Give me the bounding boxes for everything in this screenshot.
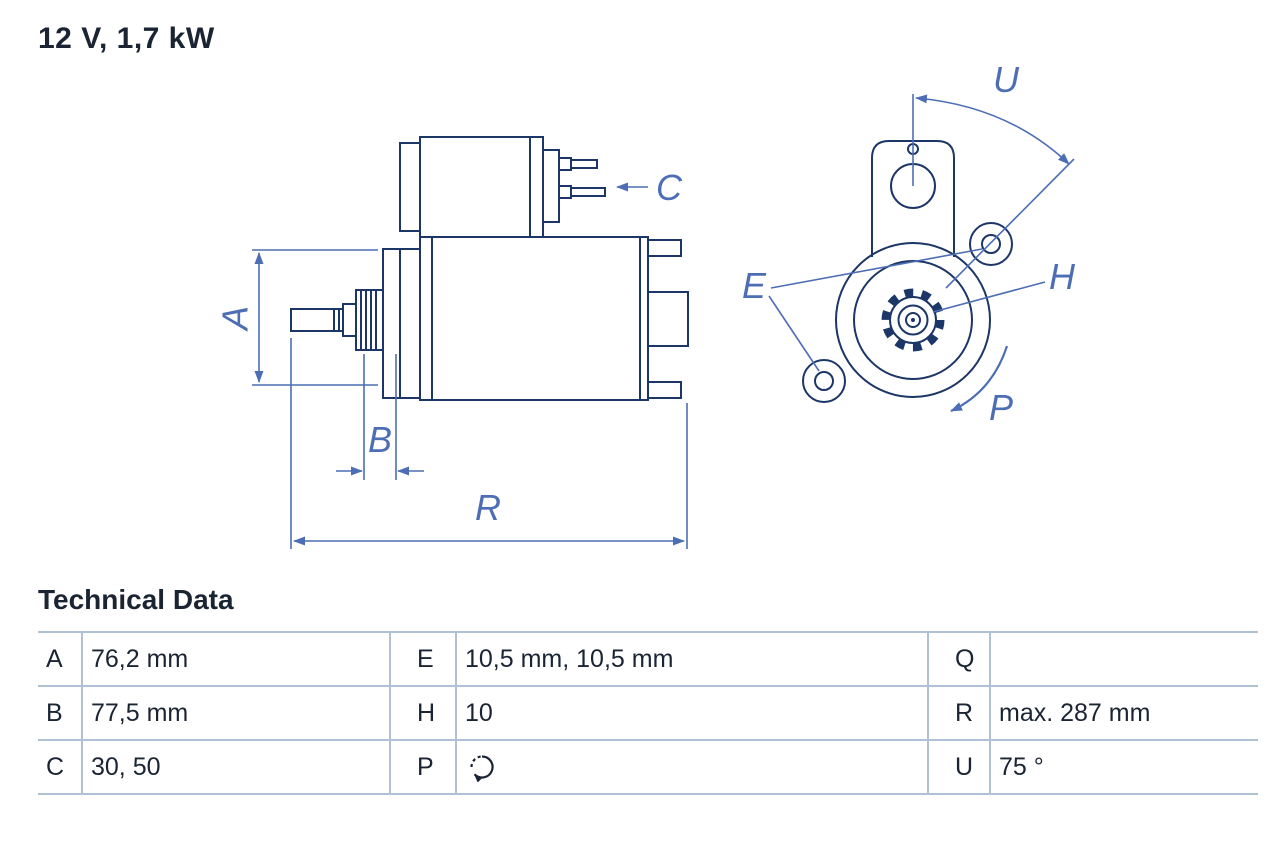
- mounting-flange-side: [382, 248, 421, 399]
- page-title: 12 V, 1,7 kW: [38, 22, 215, 55]
- motor-body: [419, 236, 689, 401]
- dim-u-radial: [945, 158, 1075, 289]
- flange-outer-circle: [835, 242, 991, 398]
- param-value-q: [989, 631, 1258, 686]
- technical-data-section: Technical Data A 76,2 mm E 10,5 mm, 10,5…: [38, 584, 1258, 795]
- rotation-arrow: [950, 345, 1009, 412]
- dim-e-leader-right: [770, 248, 983, 289]
- param-key-b: B: [38, 685, 82, 740]
- label-b: B: [368, 419, 392, 460]
- mount-hole-right: [981, 234, 1001, 254]
- param-value-r: max. 287 mm: [989, 685, 1258, 740]
- mount-ear-left: [802, 359, 846, 403]
- table-row: B 77,5 mm H 10 R max. 287 mm: [38, 685, 1258, 740]
- param-value-a: 76,2 mm: [81, 631, 390, 686]
- dim-e-leader-left: [768, 295, 820, 372]
- table-row: C 30, 50 P U 75 °: [38, 739, 1258, 795]
- rotation-clockwise-icon: [470, 755, 494, 783]
- label-h: H: [1049, 256, 1076, 297]
- param-value-p: [455, 739, 928, 795]
- mount-hole-left: [814, 371, 834, 391]
- param-key-r: R: [927, 685, 990, 740]
- param-value-b: 77,5 mm: [81, 685, 390, 740]
- solenoid: [399, 136, 606, 238]
- param-key-q: Q: [927, 631, 990, 686]
- technical-data-heading: Technical Data: [38, 584, 234, 615]
- dim-h-leader: [932, 281, 1046, 313]
- pinion-gear: [355, 289, 384, 351]
- param-key-h: H: [389, 685, 456, 740]
- table-row: A 76,2 mm E 10,5 mm, 10,5 mm Q: [38, 631, 1258, 686]
- param-key-a: A: [38, 631, 82, 686]
- dimension-lines: [252, 94, 1075, 549]
- param-key-e: E: [389, 631, 456, 686]
- param-value-c: 30, 50: [81, 739, 390, 795]
- param-key-c: C: [38, 739, 82, 795]
- label-u: U: [993, 59, 1020, 100]
- param-value-u: 75 °: [989, 739, 1258, 795]
- label-p: P: [989, 387, 1013, 428]
- side-view: [290, 136, 689, 401]
- front-view: [802, 140, 1013, 403]
- param-key-p: P: [389, 739, 456, 795]
- technical-data-table: A 76,2 mm E 10,5 mm, 10,5 mm Q B 77,5 mm…: [38, 631, 1258, 795]
- label-a: A: [215, 306, 256, 332]
- pinion-gear-front: [881, 288, 945, 352]
- param-value-h: 10: [455, 685, 928, 740]
- dimension-labels: A B C R U E H P: [215, 59, 1076, 528]
- label-c: C: [656, 167, 683, 208]
- label-r: R: [475, 487, 501, 528]
- mount-ear-right: [969, 222, 1013, 266]
- label-e: E: [742, 265, 767, 306]
- dim-u-arc: [915, 94, 1070, 165]
- param-key-u: U: [927, 739, 990, 795]
- drive-shaft: [290, 303, 357, 337]
- param-value-e: 10,5 mm, 10,5 mm: [455, 631, 928, 686]
- technical-drawing: A B C R U E H P: [215, 59, 1076, 549]
